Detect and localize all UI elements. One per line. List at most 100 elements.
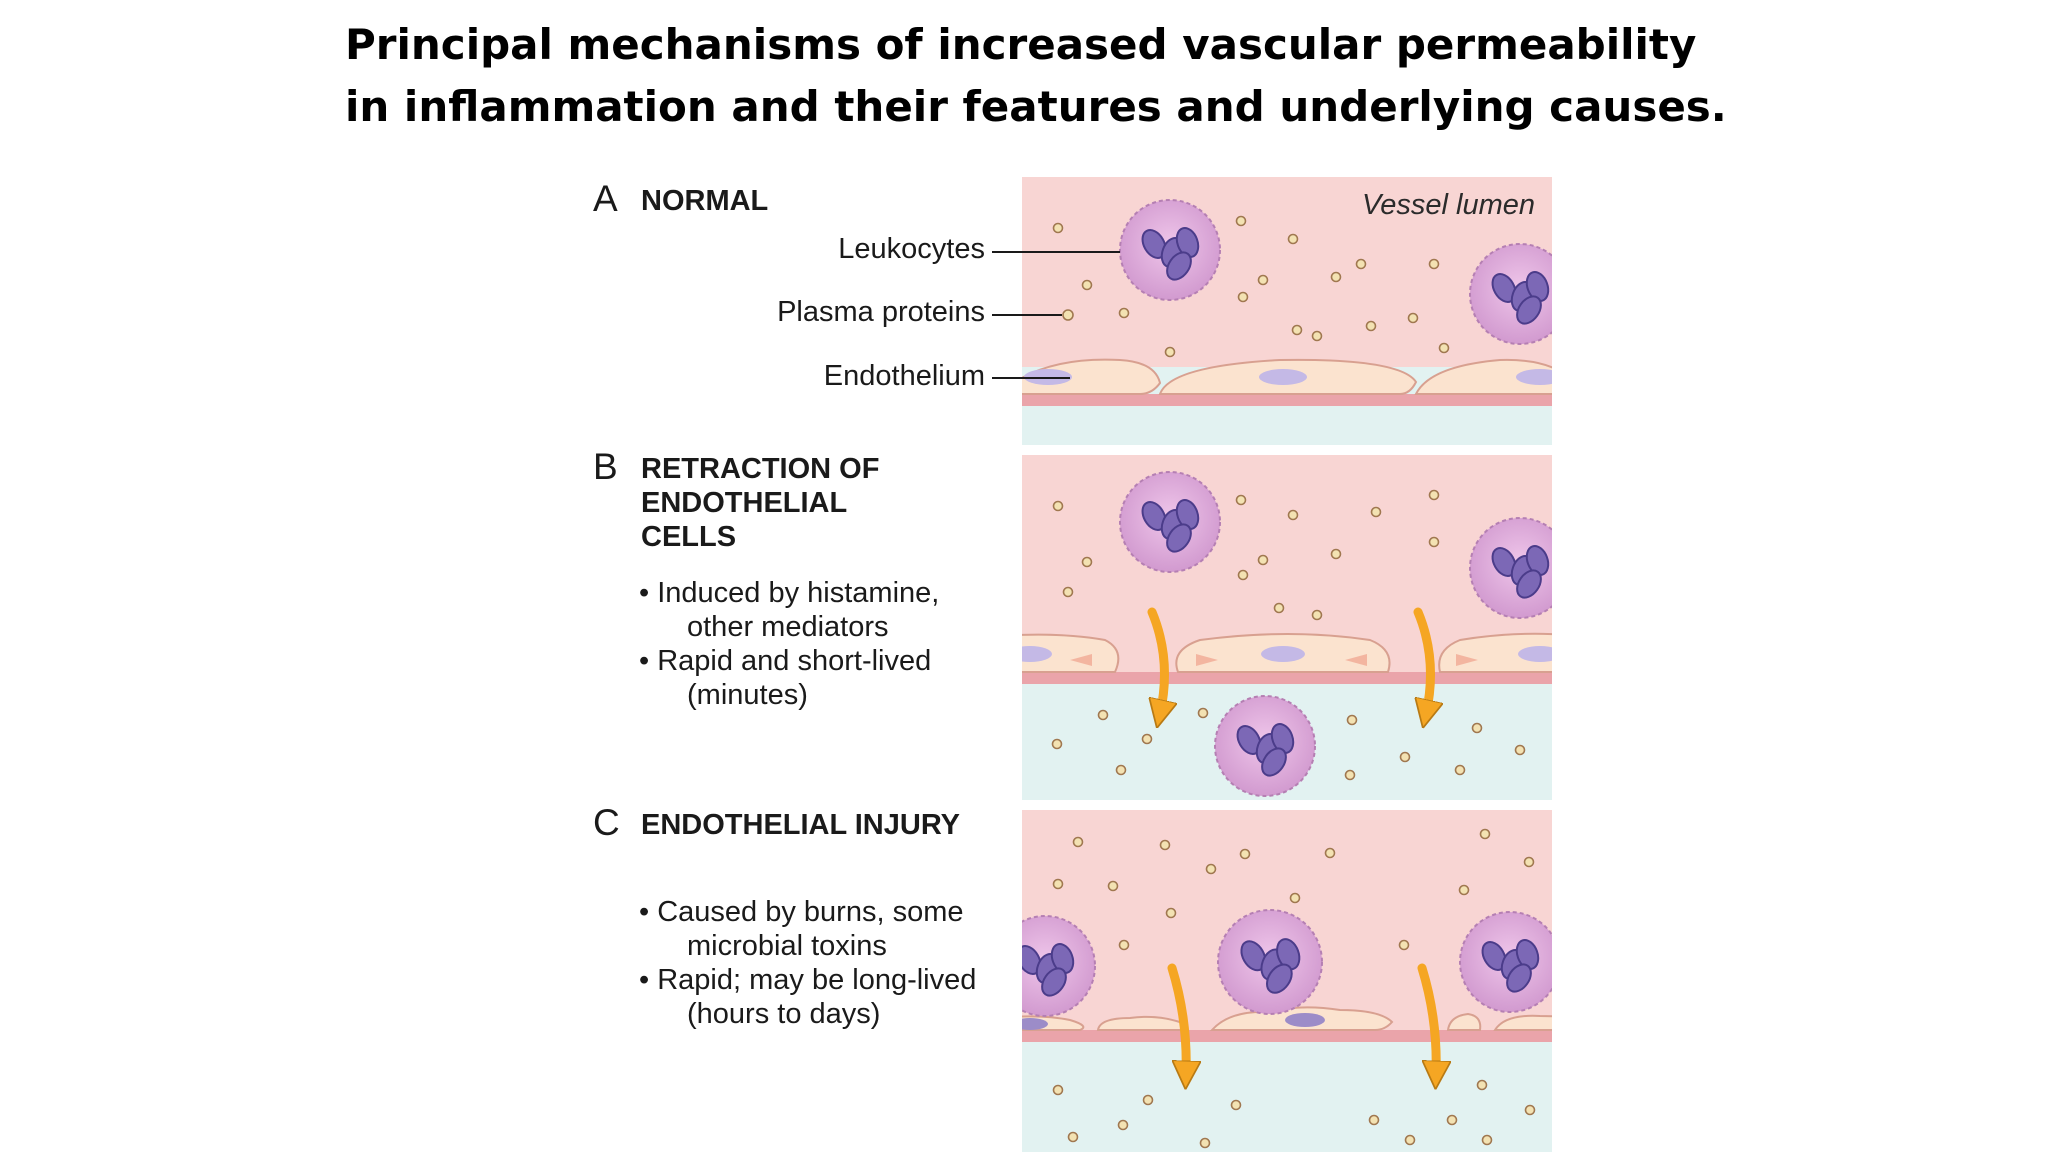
plasma-proteins-b <box>1051 489 1526 781</box>
callout-endothelium: Endothelium <box>823 360 985 392</box>
plasma-protein <box>1237 569 1249 581</box>
vessel-lumen <box>1022 177 1552 367</box>
endothelium-layer <box>1022 358 1552 395</box>
bullet-item: • Rapid and short-lived(minutes) <box>639 644 939 712</box>
plasma-protein <box>1273 602 1285 614</box>
panel-c-heading: ENDOTHELIAL INJURY <box>641 809 961 841</box>
plasma-protein <box>1311 330 1323 342</box>
bullet-item: • Rapid; may be long-lived(hours to days… <box>639 963 976 1031</box>
plasma-protein <box>1235 215 1247 227</box>
endothelial-nucleus <box>1259 369 1307 385</box>
damaged-endothelial-fragment <box>1446 1012 1482 1031</box>
plasma-protein <box>1199 1137 1211 1149</box>
callout-leukocytes: Leukocytes <box>838 233 985 265</box>
endothelial-nucleus <box>1516 369 1552 385</box>
panel-b-heading-line: RETRACTION OF <box>641 453 880 485</box>
plasma-protein <box>1164 346 1176 358</box>
retraction-arrow-icon <box>1070 654 1092 666</box>
panel-b-heading-line: ENDOTHELIAL <box>641 487 848 519</box>
plasma-protein <box>1370 506 1382 518</box>
plasma-protein <box>1237 291 1249 303</box>
plasma-protein <box>1142 1094 1154 1106</box>
plasma-protein <box>1141 733 1153 745</box>
plasma-protein <box>1479 828 1491 840</box>
plasma-protein <box>1239 848 1251 860</box>
plasma-protein <box>1481 1134 1493 1146</box>
leukocyte <box>1469 243 1552 345</box>
bullet-text: microbial toxins <box>687 930 887 962</box>
leakage-arrow-icon <box>1147 607 1165 714</box>
leukocyte <box>1459 911 1552 1013</box>
slide-title: Principal mechanisms of increased vascul… <box>345 20 1727 131</box>
endothelial-nucleus <box>1285 1013 1325 1027</box>
leakage-arrow-icon <box>1167 963 1186 1075</box>
plasma-protein <box>1471 722 1483 734</box>
plasma-protein <box>1159 839 1171 851</box>
leukocytes-b <box>1119 471 1552 797</box>
panel-b-heading: RETRACTION OF ENDOTHELIAL CELLS <box>641 452 879 554</box>
plasma-protein <box>1289 892 1301 904</box>
plasma-protein <box>1072 836 1084 848</box>
vessel-lumen-label: Vessel lumen <box>1362 189 1535 221</box>
plasma-protein <box>1346 714 1358 726</box>
endothelial-nucleus <box>1518 646 1552 662</box>
callout-plasma-proteins: Plasma proteins <box>777 296 985 328</box>
leukocyte <box>1469 517 1552 619</box>
bullet-text: • Caused by burns, some <box>639 896 964 928</box>
leukocytes-a <box>1119 199 1552 345</box>
plasma-protein <box>1428 258 1440 270</box>
bullet-text: • Induced by histamine, <box>639 577 940 609</box>
plasma-protein <box>1205 863 1217 875</box>
plasma-protein <box>1399 751 1411 763</box>
plasma-proteins-c <box>1052 828 1536 1149</box>
panel-a-artwork: Vessel lumen <box>1022 177 1552 445</box>
basement-membrane <box>1022 672 1552 684</box>
damaged-endothelial-fragment <box>1096 1015 1187 1031</box>
plasma-protein <box>1524 1104 1536 1116</box>
leakage-arrow-icon <box>1417 963 1436 1075</box>
plasma-protein <box>1052 222 1064 234</box>
plasma-protein <box>1446 1114 1458 1126</box>
plasma-protein-indicator <box>1062 309 1074 321</box>
plasma-protein <box>1407 312 1419 324</box>
panel-a-letter: A <box>593 178 618 219</box>
leukocytes-c <box>1022 909 1552 1017</box>
leukocyte <box>1217 909 1323 1015</box>
basement-membrane <box>1022 394 1552 406</box>
plasma-protein <box>1311 609 1323 621</box>
extravascular-space <box>1022 1032 1552 1152</box>
plasma-protein <box>1291 324 1303 336</box>
bullet-text: • Rapid and short-lived <box>639 645 932 677</box>
plasma-protein <box>1476 1079 1488 1091</box>
endothelial-cell <box>1438 632 1552 673</box>
plasma-protein <box>1458 884 1470 896</box>
plasma-protein <box>1230 1099 1242 1111</box>
plasma-protein <box>1324 847 1336 859</box>
plasma-protein <box>1330 271 1342 283</box>
retraction-arrow-icon <box>1345 654 1367 666</box>
plasma-protein <box>1355 258 1367 270</box>
panel-c-artwork <box>1022 810 1552 1152</box>
plasma-proteins-a <box>1052 215 1450 358</box>
panel-b-bullets: • Induced by histamine,other mediators •… <box>639 576 939 712</box>
retraction-arrow-icon <box>1196 654 1218 666</box>
plasma-protein <box>1344 769 1356 781</box>
callout-leader-lines <box>992 251 1120 379</box>
plasma-protein <box>1287 509 1299 521</box>
leukocyte <box>1022 915 1096 1017</box>
leukocyte <box>1119 199 1221 301</box>
plasma-protein <box>1257 274 1269 286</box>
plasma-protein <box>1523 856 1535 868</box>
plasma-protein <box>1438 342 1450 354</box>
endothelial-nucleus <box>1261 646 1305 662</box>
panel-c-letter: C <box>593 802 620 843</box>
plasma-protein <box>1052 1084 1064 1096</box>
plasma-protein <box>1067 1131 1079 1143</box>
plasma-protein <box>1107 880 1119 892</box>
plasma-protein <box>1235 494 1247 506</box>
plasma-protein <box>1081 556 1093 568</box>
retraction-arrow-icon <box>1456 654 1478 666</box>
basement-membrane <box>1022 1030 1552 1042</box>
